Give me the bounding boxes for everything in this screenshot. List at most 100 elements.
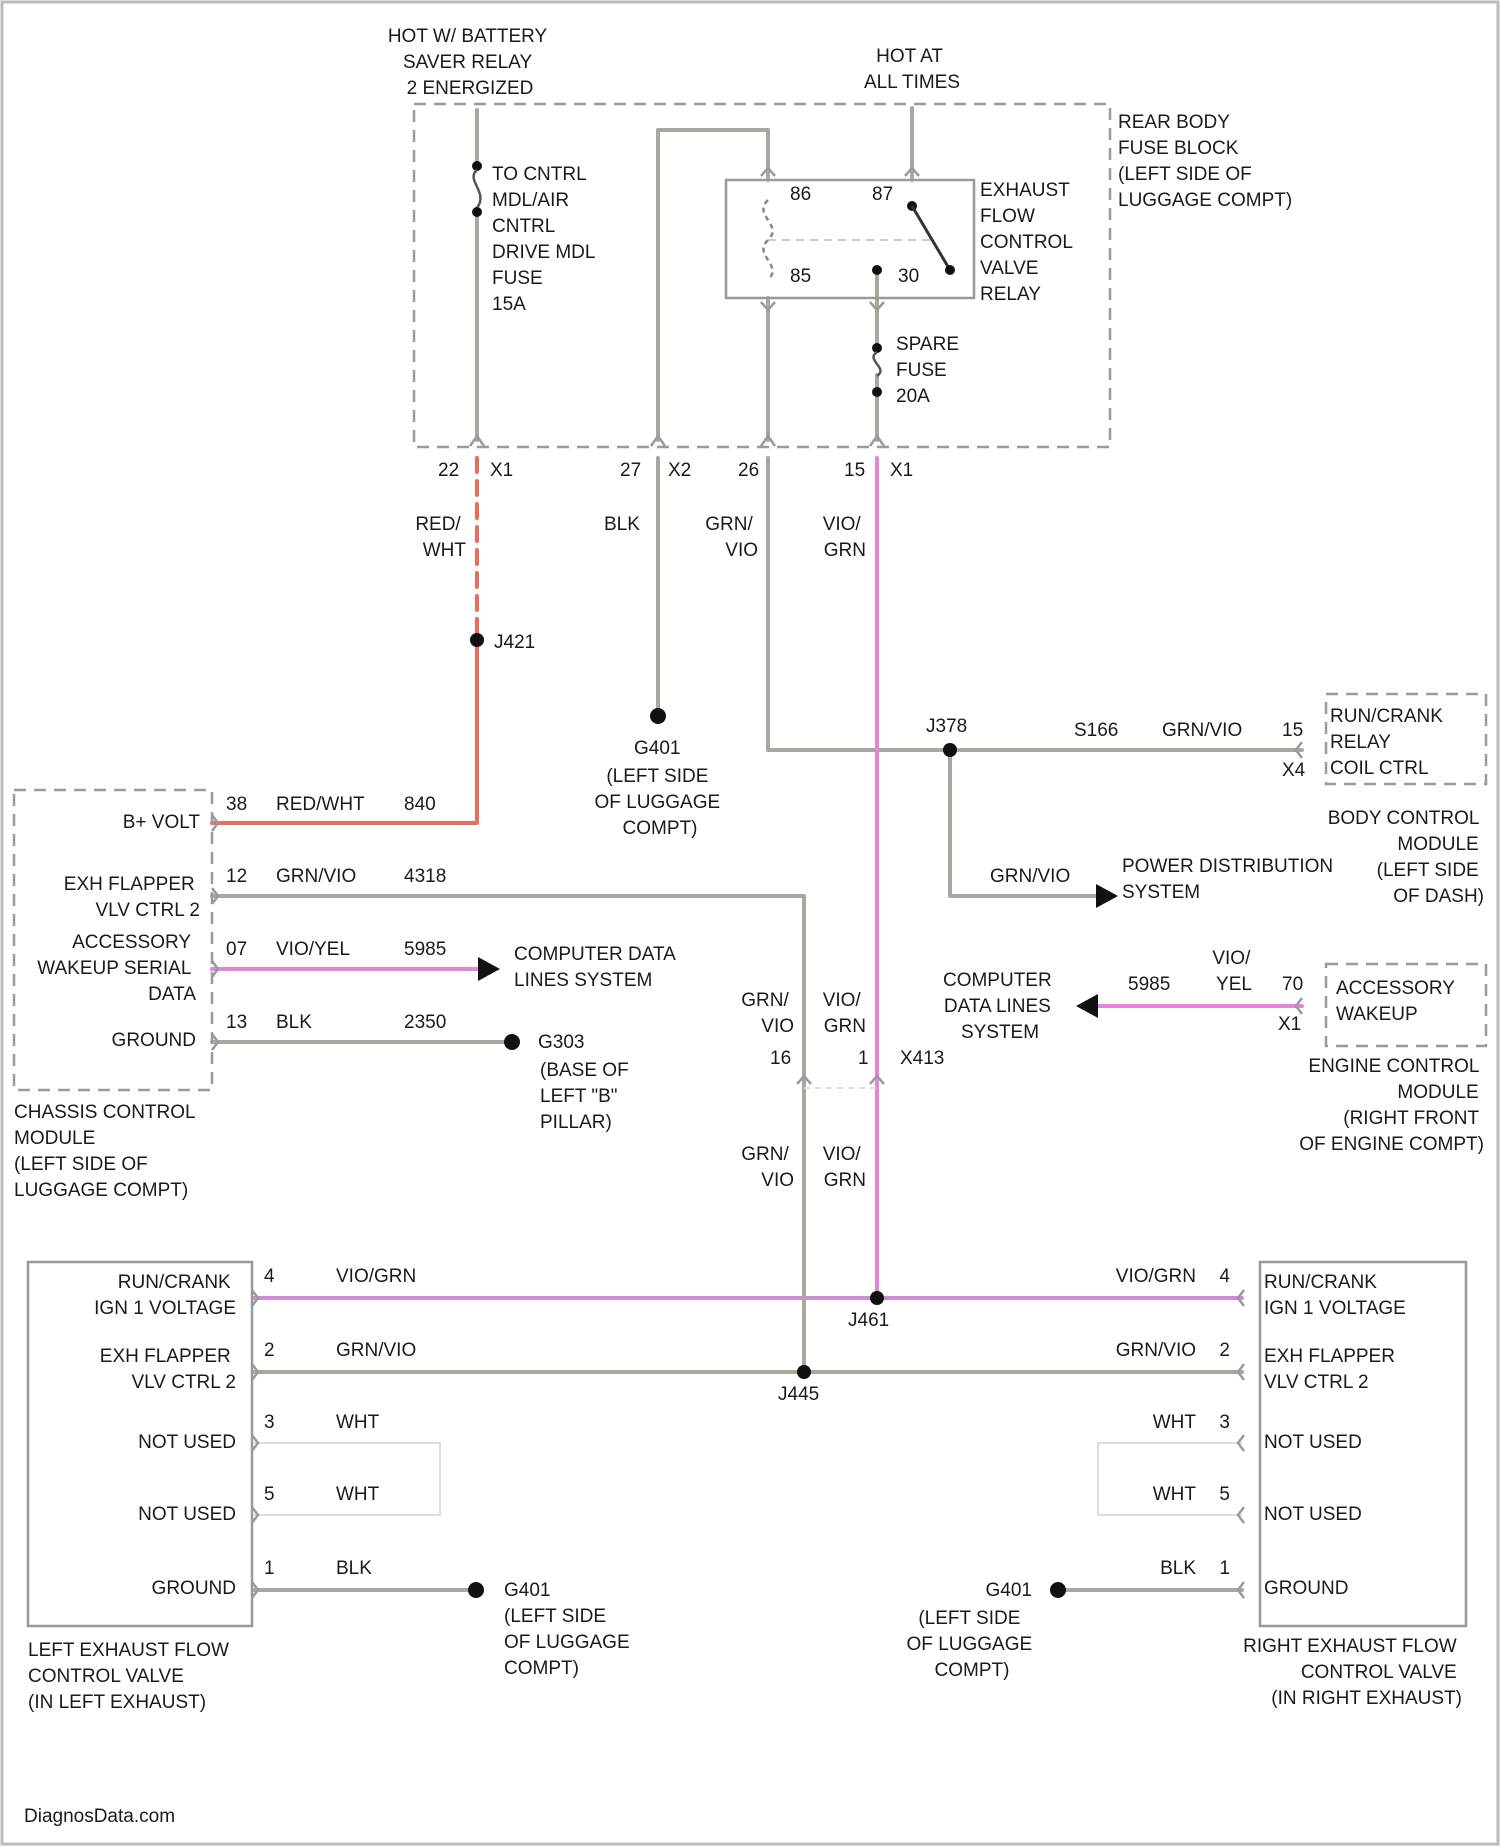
right-valve-pin-num: 1 xyxy=(1219,1558,1230,1579)
left-valve-pin-wire: VIO/GRN xyxy=(336,1266,416,1287)
right-valve-pin-num: 3 xyxy=(1219,1412,1230,1433)
cavity-conn: X1 xyxy=(490,460,513,481)
pds-wire: GRN/VIO xyxy=(990,866,1070,887)
splice-j461 xyxy=(870,1291,884,1305)
x413-pin-left: 16 xyxy=(770,1048,791,1069)
left-valve-pin-num: 2 xyxy=(264,1340,275,1361)
bcm-wire: GRN/VIO xyxy=(1162,720,1242,741)
label-j445: J445 xyxy=(778,1384,819,1405)
ccm-pin-wire: GRN/VIO xyxy=(276,866,356,887)
left-valve-pin-label: GROUND xyxy=(152,1578,236,1599)
left-valve-pin-wire: BLK xyxy=(336,1558,372,1579)
ground-icon-g401-right xyxy=(1050,1582,1066,1598)
wire-label-vio-grn: VIO/ GRN xyxy=(823,514,866,561)
ccm-pin-label: ACCESSORY WAKEUP SERIAL DATA xyxy=(37,932,196,1005)
ccm-pin-num: 38 xyxy=(226,794,247,815)
label-rear-fuse-block: REAR BODY FUSE BLOCK (LEFT SIDE OF LUGGA… xyxy=(1118,112,1292,211)
relay-pin-86: 86 xyxy=(790,184,811,205)
cavity-conn: X2 xyxy=(668,460,691,481)
right-valve-pin-wire: GRN/VIO xyxy=(1116,1340,1196,1361)
wire-label-red-wht: RED/ WHT xyxy=(415,514,466,561)
bcm-module-name: BODY CONTROL MODULE (LEFT SIDE OF DASH) xyxy=(1328,808,1484,907)
label-g401-left-location: (LEFT SIDE OF LUGGAGE COMPT) xyxy=(504,1606,635,1679)
ccm-pin-circuit: 5985 xyxy=(404,939,446,960)
ground-icon-g401-left xyxy=(468,1582,484,1598)
relay-switch xyxy=(872,201,955,275)
x413-name: X413 xyxy=(900,1048,944,1069)
wire-label-vio-grn: VIO/ GRN xyxy=(823,990,866,1037)
label-hot-battery: HOT W/ BATTERY SAVER RELAY 2 ENERGIZED xyxy=(388,26,552,99)
right-valve-pin-label: EXH FLAPPER VLV CTRL 2 xyxy=(1264,1346,1400,1393)
wire-label-grn-vio: GRN/ VIO xyxy=(705,514,758,561)
right-valve-pin-label: NOT USED xyxy=(1264,1504,1362,1525)
x413-pin-right: 1 xyxy=(858,1048,869,1069)
spare-fuse-icon xyxy=(872,343,882,397)
ccm-module-name: CHASSIS CONTROL MODULE (LEFT SIDE OF LUG… xyxy=(14,1102,200,1201)
relay-pin-30: 30 xyxy=(898,266,919,287)
left-valve-pin-label: RUN/CRANK IGN 1 VOLTAGE xyxy=(94,1272,236,1319)
relay-pin-85: 85 xyxy=(790,266,811,287)
label-g401-right: G401 xyxy=(986,1580,1032,1601)
wire-label-grn-vio: GRN/ VIO xyxy=(741,1144,794,1191)
ground-icon-g401-top xyxy=(650,708,666,724)
right-valve-pin-wire: BLK xyxy=(1160,1558,1196,1579)
label-computer-data-lines-right: COMPUTER DATA LINES SYSTEM xyxy=(943,970,1057,1043)
pds-label: POWER DISTRIBUTION SYSTEM xyxy=(1122,856,1338,903)
ccm-pin-circuit: 4318 xyxy=(404,866,446,887)
fuse-icon xyxy=(472,161,482,217)
label-j421: J421 xyxy=(494,632,535,653)
ecm-conn: X1 xyxy=(1278,1014,1301,1035)
right-valve-pin-num: 5 xyxy=(1219,1484,1230,1505)
wire-label-blk: BLK xyxy=(604,514,640,535)
right-valve-pin-num: 2 xyxy=(1219,1340,1230,1361)
left-valve-pin-wire: WHT xyxy=(336,1412,380,1433)
cavity-pin: 22 xyxy=(438,460,459,481)
arrow-left-icon xyxy=(1076,994,1098,1018)
label-j461: J461 xyxy=(848,1310,889,1331)
right-valve-pin-wire: VIO/GRN xyxy=(1116,1266,1196,1287)
label-g401-right-location: (LEFT SIDE OF LUGGAGE COMPT) xyxy=(907,1608,1038,1681)
right-valve-pin-wire: WHT xyxy=(1153,1412,1197,1433)
label-g401-top: G401 xyxy=(634,738,680,759)
relay-box xyxy=(726,180,974,298)
left-valve-pin-label: NOT USED xyxy=(138,1504,236,1525)
ecm-pin: 70 xyxy=(1282,974,1303,995)
left-valve-pin-wire: WHT xyxy=(336,1484,380,1505)
label-exhaust-relay: EXHAUST FLOW CONTROL VALVE RELAY xyxy=(980,180,1077,305)
ccm-pin-num: 12 xyxy=(226,866,247,887)
arrow-right-icon xyxy=(1096,884,1118,908)
relay-pin-87: 87 xyxy=(872,184,893,205)
left-valve-pin-wire: GRN/VIO xyxy=(336,1340,416,1361)
right-valve-pin-label: GROUND xyxy=(1264,1578,1348,1599)
bcm-circuit: S166 xyxy=(1074,720,1118,741)
ccm-pin-wire: VIO/YEL xyxy=(276,939,350,960)
right-valve-name: RIGHT EXHAUST FLOW CONTROL VALVE (IN RIG… xyxy=(1243,1636,1462,1709)
left-valve-pin-label: NOT USED xyxy=(138,1432,236,1453)
cavity-conn: X1 xyxy=(890,460,913,481)
ground-icon-g303 xyxy=(504,1034,520,1050)
right-valve-pin-wire: WHT xyxy=(1153,1484,1197,1505)
ccm-pin-label: GROUND xyxy=(112,1030,196,1051)
ecm-module-name: ENGINE CONTROL MODULE (RIGHT FRONT OF EN… xyxy=(1299,1056,1484,1155)
left-valve-name: LEFT EXHAUST FLOW CONTROL VALVE (IN LEFT… xyxy=(28,1640,234,1713)
bcm-pin: 15 xyxy=(1282,720,1303,741)
splice-j445 xyxy=(797,1365,811,1379)
ecm-circuit: 5985 xyxy=(1128,974,1170,995)
right-valve-pin-num: 4 xyxy=(1219,1266,1230,1287)
ecm-wire: VIO/ YEL xyxy=(1212,948,1255,995)
label-fuse-ctrl-mdl: TO CNTRL MDL/AIR CNTRL DRIVE MDL FUSE 15… xyxy=(492,164,600,315)
footer-watermark: DiagnosData.com xyxy=(24,1806,175,1827)
label-spare-fuse: SPARE FUSE 20A xyxy=(896,334,964,407)
wire-label-vio-grn: VIO/ GRN xyxy=(823,1144,866,1191)
left-valve-pin-num: 4 xyxy=(264,1266,275,1287)
ccm-pin-label: B+ VOLT xyxy=(123,812,201,833)
ecm-pin-label: ACCESSORY WAKEUP xyxy=(1336,978,1460,1025)
cavity-pin: 15 xyxy=(844,460,865,481)
label-computer-data-lines: COMPUTER DATA LINES SYSTEM xyxy=(514,944,680,991)
cavity-pin: 26 xyxy=(738,460,759,481)
cavity-pin: 27 xyxy=(620,460,641,481)
right-valve-pin-label: NOT USED xyxy=(1264,1432,1362,1453)
splice-j421 xyxy=(470,633,484,647)
